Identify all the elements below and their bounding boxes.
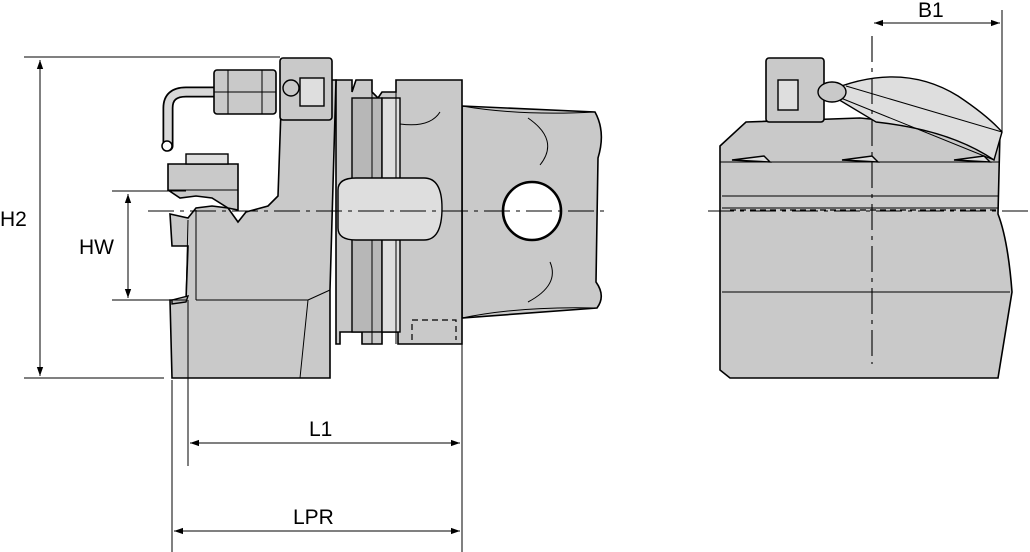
- front-fitting-window: [777, 79, 799, 111]
- shank-edge-top: [461, 105, 596, 114]
- front-chip-a: [731, 155, 772, 163]
- side-view: [148, 57, 604, 379]
- fitting-nut-lines: [214, 70, 276, 114]
- fitting-window: [299, 77, 325, 107]
- hw-extension-lines: [112, 190, 186, 301]
- dimensions: H2 HW L1 LPR B1: [0, 0, 1003, 552]
- hidden-key: [411, 319, 457, 340]
- clamp: [167, 163, 239, 211]
- flange-curve: [399, 111, 441, 128]
- shank-contour-a: [527, 117, 549, 166]
- front-body: [719, 117, 1013, 379]
- coolant-tube: [164, 88, 224, 150]
- h2-label: H2: [0, 208, 27, 231]
- center-slot: [337, 177, 443, 241]
- front-view: [708, 36, 1030, 379]
- lpr-label: LPR: [293, 506, 334, 529]
- front-chip-b: [841, 155, 880, 163]
- shank-contour-b: [527, 261, 553, 303]
- lpr-extension-lines: [171, 380, 463, 552]
- tube-end: [161, 140, 173, 152]
- shank-edge-bottom: [461, 307, 598, 319]
- main-body: [169, 79, 337, 379]
- l1-extension-lines: [187, 300, 463, 466]
- fitting-plug: [282, 79, 300, 97]
- front-chip-c: [953, 155, 992, 163]
- front-dome: [824, 76, 1003, 162]
- front-lines: [720, 161, 1010, 293]
- hw-label: HW: [79, 236, 114, 259]
- h2-extension-lines: [24, 56, 280, 379]
- b1-label: B1: [918, 0, 944, 22]
- coolant-tube-outline: [162, 86, 226, 152]
- l1-label: L1: [309, 418, 332, 441]
- front-tube-end: [817, 81, 847, 103]
- clamp-top: [185, 153, 229, 165]
- body-lines: [185, 80, 337, 344]
